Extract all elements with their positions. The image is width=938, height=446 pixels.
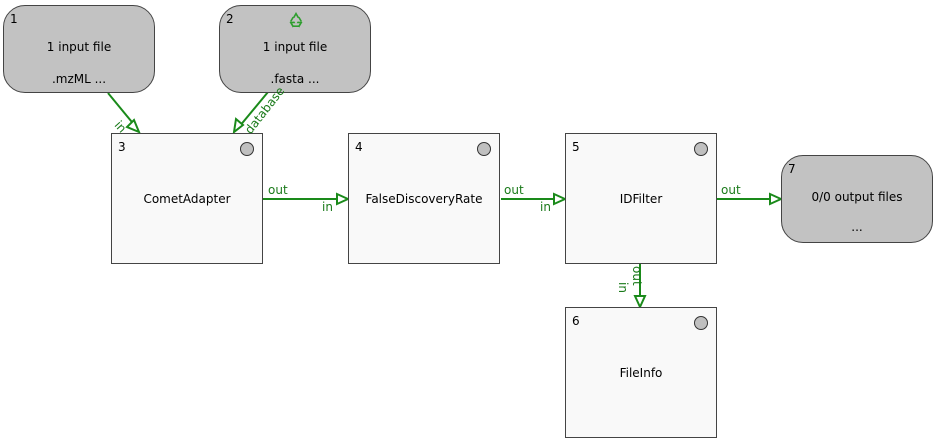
tool-node-4[interactable]: 4 FalseDiscoveryRate	[348, 133, 500, 264]
input-file-count: 1 input file	[262, 40, 328, 54]
arrowhead-3-to-4	[336, 192, 351, 206]
input-node-1[interactable]: 1 1 input file .mzML ...	[3, 5, 155, 93]
edge-5-7-source-label: out	[721, 183, 741, 197]
edge-5-6-source-label: out	[630, 266, 644, 286]
tool-name: IDFilter	[619, 191, 663, 206]
node-number: 5	[572, 140, 580, 154]
edge-3-4-target-label: in	[322, 200, 333, 214]
edge-5-6-target-label: in	[616, 282, 630, 293]
tool-node-5[interactable]: 5 IDFilter	[565, 133, 717, 264]
arrowhead-5-to-6	[633, 295, 647, 310]
output-file-count: 0/0 output files	[811, 190, 903, 204]
node-number: 2	[226, 12, 234, 26]
tool-node-6[interactable]: 6 FileInfo	[565, 307, 717, 438]
edge-3-4-source-label: out	[268, 183, 288, 197]
tool-node-3[interactable]: 3 CometAdapter	[111, 133, 263, 264]
status-indicator	[477, 142, 491, 156]
node-number: 6	[572, 314, 580, 328]
output-node-7[interactable]: 7 0/0 output files ...	[781, 155, 933, 243]
tool-name: FalseDiscoveryRate	[365, 191, 483, 206]
input-file-count: 1 input file	[46, 40, 112, 54]
output-file-type: ...	[851, 220, 863, 234]
node-number: 3	[118, 140, 126, 154]
arrowhead-4-to-5	[553, 192, 568, 206]
status-indicator	[694, 316, 708, 330]
node-number: 7	[788, 162, 796, 176]
input-file-type: .mzML ...	[51, 72, 107, 86]
edge-4-5-source-label: out	[504, 183, 524, 197]
arrowhead-2-to-3	[232, 117, 245, 135]
input-file-type: .fasta ...	[270, 72, 320, 86]
status-indicator	[694, 142, 708, 156]
input-node-2[interactable]: 2 1 input file .fasta ...	[219, 5, 371, 93]
tool-name: CometAdapter	[143, 191, 231, 206]
edge-4-5-target-label: in	[540, 200, 551, 214]
status-indicator	[240, 142, 254, 156]
recycle-icon	[289, 12, 303, 28]
tool-name: FileInfo	[619, 365, 663, 380]
node-number: 1	[10, 12, 18, 26]
arrowhead-5-to-7	[769, 192, 784, 206]
node-number: 4	[355, 140, 363, 154]
